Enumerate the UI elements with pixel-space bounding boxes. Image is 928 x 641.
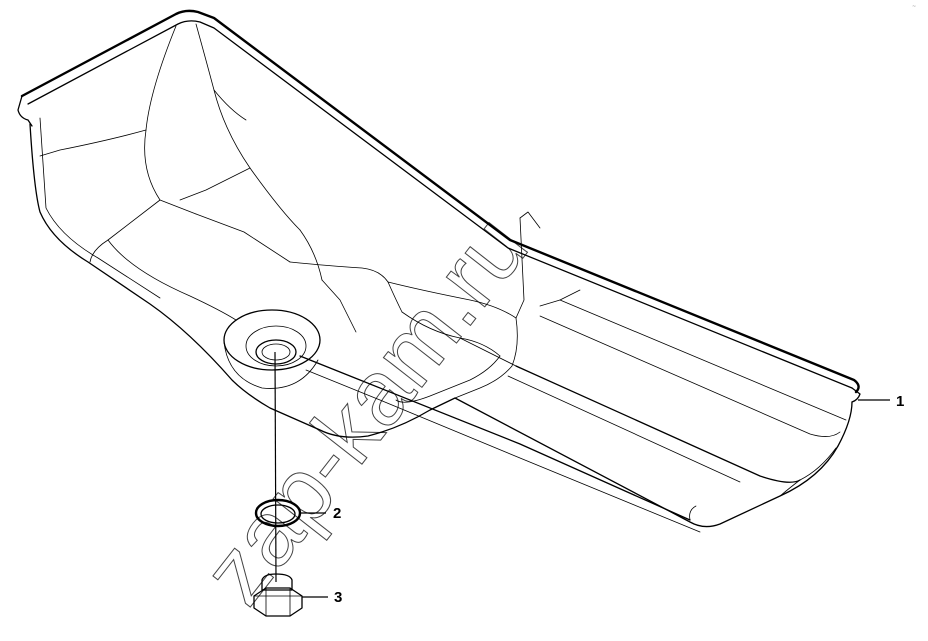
callout-3: 3 bbox=[302, 589, 342, 606]
callout-1: 1 bbox=[858, 393, 904, 410]
callout-1-label: 1 bbox=[896, 393, 904, 410]
drain-plug-part bbox=[253, 573, 303, 617]
callout-2-label: 2 bbox=[333, 505, 341, 522]
assembly-axis-line bbox=[274, 351, 277, 583]
watermark: zap-kam.ru bbox=[183, 197, 547, 622]
oil-pan-part bbox=[17, 9, 861, 533]
callout-2: 2 bbox=[300, 505, 341, 522]
corner-mark: ~ bbox=[912, 4, 916, 10]
callout-3-label: 3 bbox=[334, 589, 342, 606]
